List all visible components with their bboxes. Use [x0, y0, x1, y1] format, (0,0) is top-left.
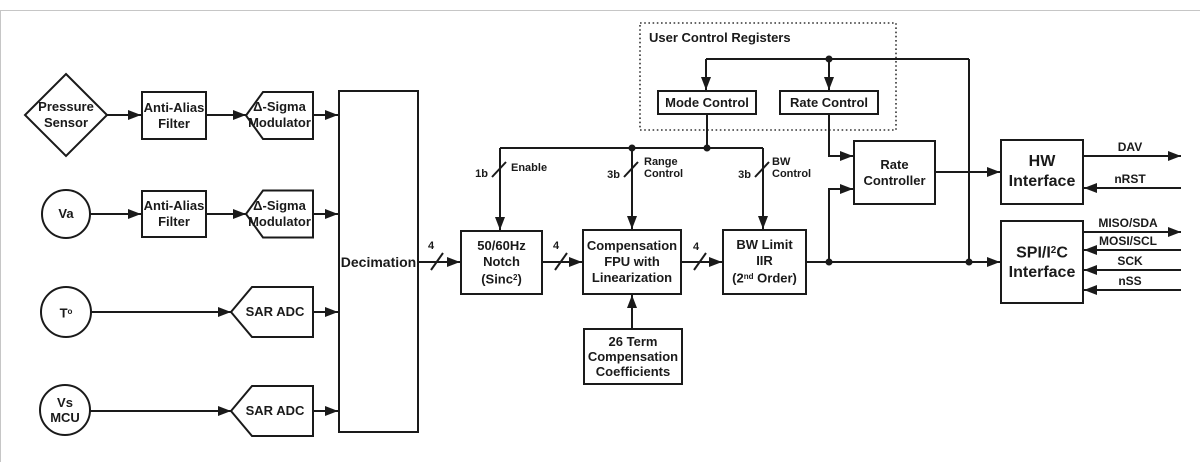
bus-width-notch-fpu: 4: [552, 240, 560, 252]
wire-ratecontrol-to-ratecontroller: [828, 115, 853, 161]
sar-adc-1-label: SAR ADC: [245, 304, 305, 319]
miso-sda-signal-label: MISO/SDA: [1098, 216, 1158, 230]
vsmcu-label: Vs MCU: [50, 395, 80, 425]
notch-filter-block: 50/60Hz Notch (Sinc2): [460, 230, 543, 295]
bus-width-fpu-iir: 4: [692, 241, 700, 253]
bus-slash-enable: [491, 161, 507, 178]
compensation-coefficients-block: 26 Term Compensation Coefficients: [583, 328, 683, 385]
anti-alias-filter-1-block: Anti-Alias Filter: [141, 91, 207, 140]
junction-range-tap: [628, 144, 636, 152]
va-label: Va: [58, 206, 74, 221]
va-source-circle: [41, 189, 91, 239]
enable-bits-label: 1b: [475, 168, 488, 180]
pressure-sensor-label: Pressure Sensor: [38, 99, 94, 130]
junction-ratecontrol-tap: [825, 55, 833, 63]
bus-slash-notch-fpu: [554, 252, 568, 271]
hw-interface-block: HW Interface: [1000, 139, 1084, 205]
wire-bus-to-ratecontroller: [828, 184, 853, 262]
bus-slash-fpu-iir: [693, 252, 707, 271]
junction-bus-register: [965, 258, 973, 266]
sck-signal-label: SCK: [1117, 254, 1143, 268]
vsmcu-source-circle: [39, 384, 91, 436]
enable-label: Enable: [511, 162, 548, 174]
decimation-block: Decimation: [338, 90, 419, 433]
bus-slash-dec-notch: [430, 252, 444, 271]
rate-controller-block: Rate Controller: [853, 140, 936, 205]
spi-i2c-interface-block: SPI/I2C Interface: [1000, 220, 1084, 304]
compensation-fpu-block: Compensation FPU with Linearization: [582, 229, 682, 295]
delta-sigma-1-shape: [244, 91, 314, 140]
nss-signal-label: nSS: [1118, 274, 1142, 288]
dav-signal-label: DAV: [1117, 140, 1143, 154]
bus-slash-bw: [754, 161, 770, 178]
delta-sigma-2-label: Δ-Sigma Modulator: [248, 198, 311, 229]
bw-bits-label: 3b: [738, 169, 751, 181]
bw-limit-iir-block: BW Limit IIR (2nd Order): [722, 229, 807, 295]
user-control-registers-title: User Control Registers: [649, 30, 791, 45]
bw-control-label: BW Control: [772, 156, 812, 180]
delta-sigma-1-label: Δ-Sigma Modulator: [248, 99, 311, 130]
mosi-scl-signal-label: MOSI/SCL: [1098, 234, 1157, 248]
temp-label: To: [59, 305, 73, 321]
pressure-sensor-diamond: [23, 72, 109, 158]
sar-adc-1-shape: [229, 286, 314, 338]
bus-slash-range: [623, 161, 639, 178]
delta-sigma-2-shape: [244, 189, 314, 239]
sar-adc-2-shape: [229, 385, 314, 437]
bus-width-dec-notch: 4: [427, 240, 435, 252]
user-control-registers-dotted-box: [639, 22, 897, 131]
range-bits-label: 3b: [607, 169, 620, 181]
range-control-label: Range Control: [644, 156, 684, 180]
rate-control-register-block: Rate Control: [779, 90, 879, 115]
anti-alias-filter-2-block: Anti-Alias Filter: [141, 190, 207, 238]
nrst-signal-label: nRST: [1114, 172, 1146, 186]
mode-control-register-block: Mode Control: [657, 90, 757, 115]
sar-adc-2-label: SAR ADC: [245, 403, 305, 418]
junction-modecontrol: [703, 144, 711, 152]
junction-bus-ratecontroller: [825, 258, 833, 266]
temp-source-circle: [40, 286, 92, 338]
